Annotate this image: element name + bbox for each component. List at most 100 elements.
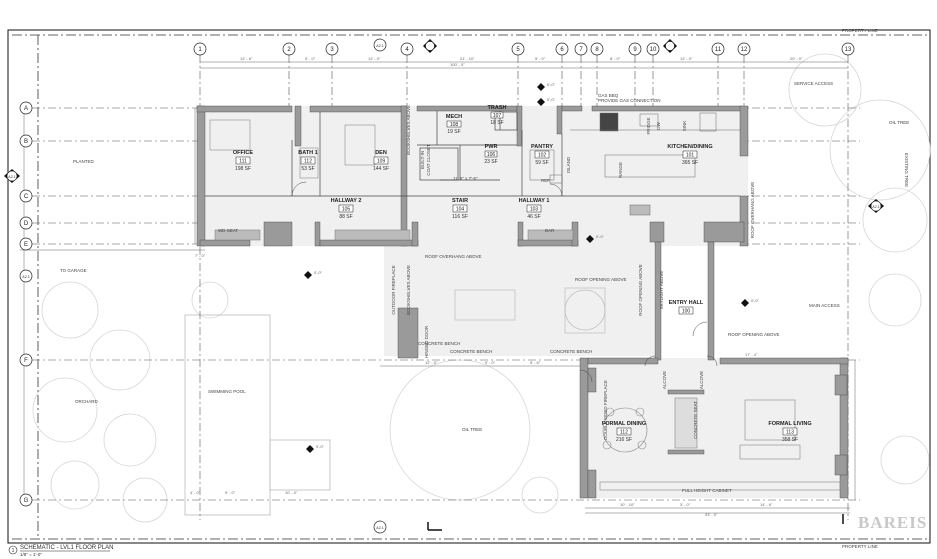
svg-text:144 SF: 144 SF <box>373 166 389 172</box>
column-bubble-6: 6 <box>555 42 569 56</box>
svg-text:100: 100 <box>682 309 691 315</box>
svg-text:HALLWAY 1: HALLWAY 1 <box>519 198 550 204</box>
drawing-title-text: SCHEMATIC - LVL1 FLOOR PLAN <box>20 545 113 551</box>
living-furniture <box>599 397 841 491</box>
annotations: GAS BBQ PROVIDE GAS CONNECTION PLANTED T… <box>60 81 909 493</box>
room-formal-living: FORMAL LIVING 113 358 SF <box>768 421 811 443</box>
svg-text:ORCHARD: ORCHARD <box>75 399 99 404</box>
svg-text:COAT CLOSET: COAT CLOSET <box>426 144 431 176</box>
doors <box>291 181 718 383</box>
section-markers: A2.1 A2.1 A2.1 A2.1 A2.1 <box>4 38 884 534</box>
svg-text:105: 105 <box>342 207 351 213</box>
svg-text:B: B <box>24 139 28 145</box>
section-marker-top-3 <box>663 39 677 53</box>
svg-text:SWIMMING POOL: SWIMMING POOL <box>208 389 246 394</box>
svg-text:PROVIDE GAS CONNECTION: PROVIDE GAS CONNECTION <box>598 98 661 103</box>
svg-text:ROOF OVERHANG ABOVE: ROOF OVERHANG ABOVE <box>425 254 482 259</box>
column-bubble-11: 11 <box>711 42 725 56</box>
swimming-pool <box>184 314 271 516</box>
svg-text:OIL TREE: OIL TREE <box>889 120 909 125</box>
svg-text:88 SF: 88 SF <box>339 214 352 220</box>
svg-text:0'-0": 0'-0" <box>547 82 556 87</box>
svg-text:A2.1: A2.1 <box>376 526 383 530</box>
column-bubble-13: 13 <box>841 42 855 56</box>
svg-text:KITCHEN/DINING: KITCHEN/DINING <box>667 144 712 150</box>
svg-text:DEN: DEN <box>375 150 387 156</box>
svg-text:11' 6" x 7'-5": 11' 6" x 7'-5" <box>453 176 478 181</box>
svg-text:ALCOVE: ALCOVE <box>662 371 667 389</box>
svg-text:MAIN ACCESS: MAIN ACCESS <box>809 303 840 308</box>
room-kitchen-dining: KITCHEN/DINING 101 365 SF <box>667 144 712 166</box>
svg-text:REF: REF <box>541 178 550 183</box>
column-bubble-1: 1 <box>193 42 207 56</box>
room-entry-hall: ENTRY HALL 100 <box>669 300 704 315</box>
column-bubble-2: 2 <box>282 42 296 56</box>
svg-text:358 SF: 358 SF <box>782 437 798 443</box>
svg-text:216 SF: 216 SF <box>616 437 632 443</box>
top-property-line-label: PROPERTY LINE <box>842 28 878 33</box>
svg-text:8' - 0": 8' - 0" <box>610 56 621 61</box>
svg-text:CONCRETE BENCH: CONCRETE BENCH <box>550 349 592 354</box>
row-bubble-c: C <box>19 189 33 203</box>
svg-text:E: E <box>24 242 28 248</box>
svg-text:G: G <box>24 498 29 504</box>
svg-text:GAS BBQ: GAS BBQ <box>598 93 619 98</box>
row-bubble-f: F <box>19 353 33 367</box>
bottom-property-line-label: PROPERTY LINE <box>842 544 878 549</box>
svg-text:5: 5 <box>516 47 520 53</box>
svg-text:11: 11 <box>715 47 722 53</box>
svg-text:23 SF: 23 SF <box>484 159 497 165</box>
svg-text:116 SF: 116 SF <box>452 214 468 220</box>
svg-text:ROOF OPENING ABOVE: ROOF OPENING ABOVE <box>728 332 780 337</box>
elevation-markers: 0'-0" 0'-0" 0'-0" 0'-0" 0'-0" 0'-0" <box>304 82 760 453</box>
svg-text:113: 113 <box>786 430 794 436</box>
svg-text:PWR: PWR <box>485 144 498 150</box>
svg-text:BATH 1: BATH 1 <box>298 150 317 156</box>
room-den: DEN 109 144 SF <box>373 150 389 172</box>
svg-text:12' - 6": 12' - 6" <box>240 56 253 61</box>
drawing-scale: 1/8" = 1'-0" <box>20 552 42 557</box>
svg-text:PLANTED: PLANTED <box>73 159 95 164</box>
svg-text:DOUBLE SIDED FIREPLACE: DOUBLE SIDED FIREPLACE <box>603 380 608 440</box>
svg-text:59 SF: 59 SF <box>535 160 548 166</box>
room-hallway-1: HALLWAY 1 103 46 SF <box>519 198 550 220</box>
svg-text:A2.1: A2.1 <box>22 275 29 279</box>
svg-text:ALCOVE: ALCOVE <box>699 371 704 389</box>
svg-text:6: 6 <box>560 47 564 53</box>
column-bubble-4: 4 <box>400 42 414 56</box>
svg-text:TO GARAGE: TO GARAGE <box>60 268 87 273</box>
kitchen-fixtures <box>529 112 740 216</box>
svg-text:108: 108 <box>450 122 459 128</box>
svg-text:CONCRETE BENCH: CONCRETE BENCH <box>418 341 460 346</box>
svg-text:7: 7 <box>579 47 583 53</box>
svg-text:104: 104 <box>456 207 465 213</box>
row-bubbles: A B C D E F G <box>19 101 33 507</box>
svg-text:CONCRETE SEAT: CONCRETE SEAT <box>693 401 698 439</box>
svg-text:CONCRETE BENCH: CONCRETE BENCH <box>450 349 492 354</box>
room-fixtures <box>209 119 574 241</box>
svg-text:ENTRY HALL: ENTRY HALL <box>669 300 704 306</box>
svg-text:103: 103 <box>530 207 539 213</box>
row-bubble-e: E <box>19 237 33 251</box>
sheet-border <box>7 29 931 544</box>
room-hallway-2: HALLWAY 2 105 88 SF <box>331 198 362 220</box>
svg-text:106: 106 <box>487 152 496 158</box>
svg-text:ISLAND: ISLAND <box>566 156 571 173</box>
svg-text:102: 102 <box>538 153 547 159</box>
svg-text:8: 8 <box>595 47 599 53</box>
svg-text:53 SF: 53 SF <box>301 166 314 172</box>
watermark-logo: BAREIS <box>858 513 927 532</box>
svg-text:FULL HEIGHT CABINET: FULL HEIGHT CABINET <box>682 488 732 493</box>
svg-text:198 SF: 198 SF <box>235 166 251 172</box>
svg-text:10: 10 <box>650 47 657 53</box>
svg-text:STAIR: STAIR <box>452 198 468 204</box>
svg-text:FORMAL DINING: FORMAL DINING <box>602 421 646 427</box>
section-marker-left-2: A2.1 <box>19 269 33 283</box>
svg-text:FRIDGE: FRIDGE <box>646 117 651 134</box>
svg-text:0'-0": 0'-0" <box>314 270 323 275</box>
svg-text:4' - 0": 4' - 0" <box>190 490 201 495</box>
svg-text:9' - 0": 9' - 0" <box>485 360 496 365</box>
svg-text:BOOKSHELVES ABOVE: BOOKSHELVES ABOVE <box>406 265 411 315</box>
svg-text:FORMAL LIVING: FORMAL LIVING <box>768 421 811 427</box>
